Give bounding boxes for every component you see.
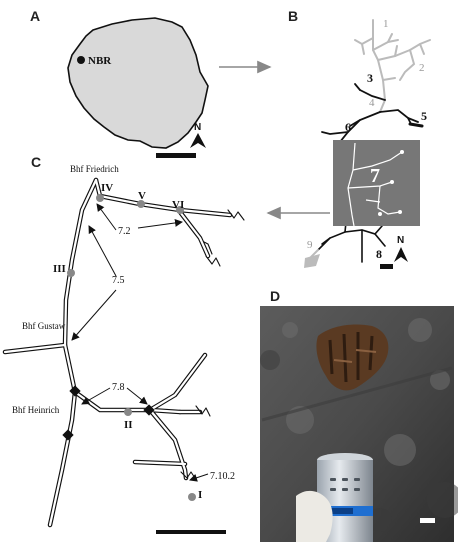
bat-cluster-photo <box>260 306 458 542</box>
scale-bar-d <box>420 518 435 523</box>
site-marker-nbr <box>77 56 85 64</box>
site-marker-iv <box>96 194 104 202</box>
north-label-a: N <box>194 122 201 133</box>
site-label-v: V <box>138 190 146 202</box>
panel-d-letter: D <box>270 288 280 304</box>
site-label-iv: IV <box>101 182 113 194</box>
north-arrow-b-icon <box>394 247 408 262</box>
section-9-shape <box>304 254 320 268</box>
callout-arrows <box>71 203 209 482</box>
diamond-marker <box>143 404 155 416</box>
panel-c-letter: C <box>31 154 41 170</box>
site-marker-v <box>137 200 145 208</box>
site-marker-iii <box>67 269 75 277</box>
callout-label-7-5: 7.5 <box>112 275 125 286</box>
section-label-4: 4 <box>369 97 375 109</box>
section-7-node <box>400 150 404 154</box>
section-label-7: 7 <box>370 165 380 187</box>
section-label-2: 2 <box>419 62 425 74</box>
section-label-3: 3 <box>367 71 373 85</box>
site-label-iii: III <box>53 263 66 275</box>
site-marker-vi <box>176 206 184 214</box>
scale-bar-c <box>156 530 226 534</box>
site-label-i: I <box>198 489 202 501</box>
station-label-friedrich: Bhf Friedrich <box>70 164 119 174</box>
scale-bar-b <box>380 264 393 269</box>
gloved-hand <box>296 490 333 542</box>
north-label-b: N <box>397 235 404 246</box>
panel-a-letter: A <box>30 8 40 24</box>
callout-label-7-2: 7.2 <box>118 226 131 237</box>
scale-bar-a <box>156 153 196 158</box>
site-marker-ii <box>124 408 132 416</box>
station-label-gustaw: Bhf Gustaw <box>22 321 66 331</box>
section-7-node <box>398 210 402 214</box>
section-label-8: 8 <box>376 247 382 261</box>
data-logger-canister <box>317 453 373 542</box>
site-label-vi: VI <box>172 199 184 211</box>
section-7-node <box>390 180 394 184</box>
north-arrow-a-icon <box>190 133 206 148</box>
callout-label-7-10-2: 7.10.2 <box>210 471 235 482</box>
section-7-tunnels <box>347 142 403 227</box>
site-label-ii: II <box>124 419 133 431</box>
panel-b-letter: B <box>288 8 298 24</box>
callout-label-7-8: 7.8 <box>112 382 125 393</box>
section-label-6: 6 <box>345 120 351 134</box>
section-7-box <box>333 140 420 226</box>
section-7-node <box>378 212 382 216</box>
site-label-nbr: NBR <box>88 55 112 67</box>
site-marker-i <box>188 493 196 501</box>
section-label-1: 1 <box>383 18 389 30</box>
section-label-9: 9 <box>307 239 313 251</box>
station-label-heinrich: Bhf Heinrich <box>12 405 60 415</box>
section-label-5: 5 <box>421 109 427 123</box>
poland-map-outline <box>67 17 209 149</box>
bat-cluster <box>316 324 389 391</box>
